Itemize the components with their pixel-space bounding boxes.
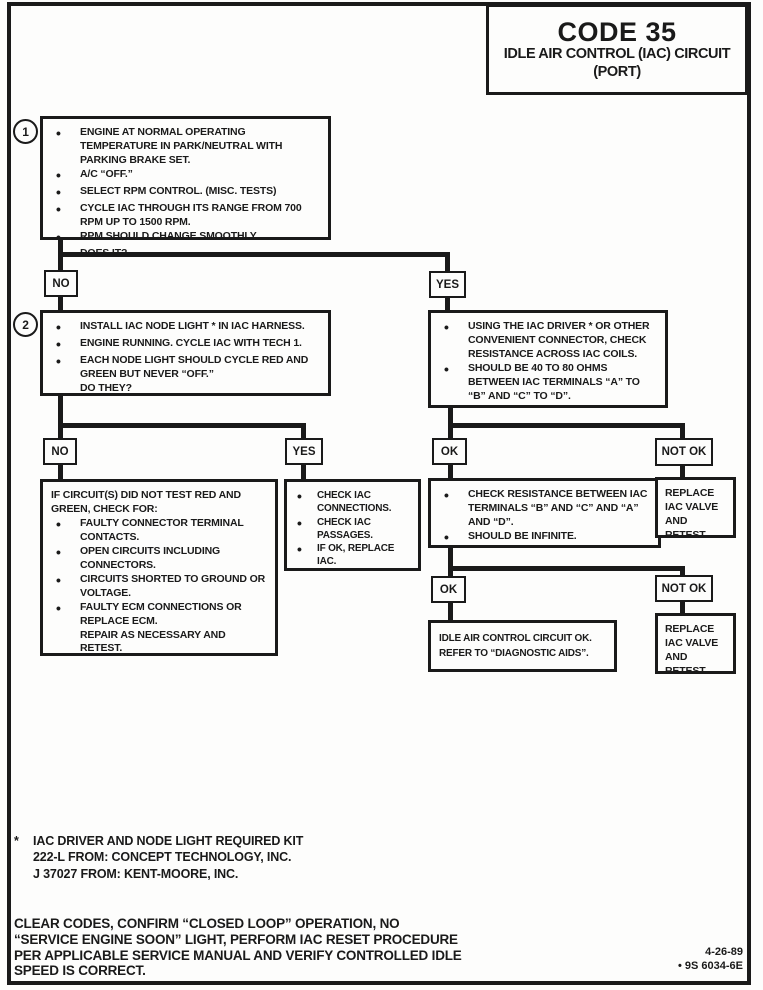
bullet-icon (51, 573, 80, 601)
bullet-icon (439, 530, 468, 547)
branch-label-not-ok: NOT OK (655, 575, 713, 602)
document-info: 4-26-89 • 9S 6034-6E (678, 946, 743, 974)
list-item: EACH NODE LIGHT SHOULD CYCLE RED AND GRE… (51, 354, 320, 382)
list-item: INSTALL IAC NODE LIGHT * IN IAC HARNESS. (51, 320, 320, 337)
list-item: FAULTY CONNECTOR TERMINAL CONTACTS. (51, 517, 267, 545)
list-item: CYCLE IAC THROUGH ITS RANGE FROM 700 RPM… (51, 202, 320, 230)
connector-line (58, 423, 306, 428)
circuit-ok-line1: IDLE AIR CONTROL CIRCUIT OK. (439, 633, 592, 644)
footnote-line: IAC DRIVER AND NODE LIGHT REQUIRED KIT (33, 834, 304, 848)
step2-box: INSTALL IAC NODE LIGHT * IN IAC HARNESS.… (40, 310, 331, 396)
step1-list: ENGINE AT NORMAL OPERATING TEMPERATURE I… (43, 119, 328, 268)
step2-list: INSTALL IAC NODE LIGHT * IN IAC HARNESS.… (43, 313, 328, 403)
bullet-icon (439, 362, 468, 404)
list-item: USING THE IAC DRIVER * OR OTHER CONVENIE… (439, 320, 657, 362)
outro-line: REPAIR AS NECESSARY AND RETEST. (80, 628, 226, 655)
coil-check-list: USING THE IAC DRIVER * OR OTHER CONVENIE… (431, 313, 665, 411)
bullet-icon (51, 337, 80, 354)
list-item: SHOULD BE INFINITE. (439, 530, 650, 547)
branch-label-no: NO (43, 438, 77, 465)
no-result-box: IF CIRCUIT(S) DID NOT TEST RED AND GREEN… (40, 479, 278, 656)
box-intro: IF CIRCUIT(S) DID NOT TEST RED AND GREEN… (51, 489, 241, 515)
bullet-icon (51, 126, 80, 168)
list-item: ENGINE RUNNING. CYCLE IAC WITH TECH 1. (51, 337, 320, 354)
list-item: RPM SHOULD CHANGE SMOOTHLY. (51, 230, 320, 247)
document-number: • 9S 6034-6E (677, 959, 743, 972)
footnote-line: J 37027 FROM: KENT-MOORE, INC. (33, 866, 239, 881)
yes-result-box: CHECK IAC CONNECTIONS. CHECK IAC PASSAGE… (284, 479, 421, 571)
branch-label-ok: OK (432, 438, 467, 465)
bullet-icon (51, 545, 80, 573)
branch-label-yes: YES (429, 271, 466, 298)
replace-iac-box: REPLACE IAC VALVE AND RETEST. (655, 477, 736, 541)
footer-instructions: CLEAR CODES, CONFIRM “CLOSED LOOP” OPERA… (14, 916, 462, 979)
list-item: FAULTY ECM CONNECTIONS OR REPLACE ECM. (51, 601, 267, 629)
branch-label-ok: OK (431, 576, 466, 603)
list-item: SELECT RPM CONTROL. (MISC. TESTS) (51, 185, 320, 202)
bullet-icon (51, 168, 80, 185)
bullet-icon (51, 230, 80, 247)
branch-label-yes: YES (285, 438, 323, 465)
connector-line (448, 423, 685, 428)
title-line2: (PORT) (593, 63, 641, 80)
question-line: DOES IT? (80, 246, 128, 259)
asterisk-marker: * (14, 834, 19, 848)
footer-line: SPEED IS CORRECT. (14, 963, 146, 979)
list-item: CHECK IAC CONNECTIONS. (292, 489, 413, 516)
no-result-list: FAULTY CONNECTOR TERMINAL CONTACTS. OPEN… (43, 517, 275, 664)
page-border (7, 2, 751, 985)
footer-line: PER APPLICABLE SERVICE MANUAL AND VERIFY… (14, 947, 462, 963)
bullet-icon (51, 354, 80, 382)
footer-line: “SERVICE ENGINE SOON” LIGHT, PERFORM IAC… (14, 931, 458, 947)
footnote-line: 222-L FROM: CONCEPT TECHNOLOGY, INC. (33, 850, 292, 865)
code-title: CODE 35 (557, 16, 677, 47)
bullet-icon (51, 320, 80, 337)
resistance-check-list: CHECK RESISTANCE BETWEEN IAC TERMINALS “… (431, 481, 658, 554)
list-item: CHECK RESISTANCE BETWEEN IAC TERMINALS “… (439, 488, 650, 530)
coil-check-box: USING THE IAC DRIVER * OR OTHER CONVENIE… (428, 310, 668, 408)
connector-line (58, 392, 63, 480)
footer-line: CLEAR CODES, CONFIRM “CLOSED LOOP” OPERA… (14, 916, 400, 931)
bullet-icon (292, 516, 317, 543)
replace-iac-box: REPLACE IAC VALVE AND RETEST. (655, 613, 736, 677)
bullet-icon (51, 202, 80, 230)
title-line1: IDLE AIR CONTROL (IAC) CIRCUIT (503, 46, 731, 63)
list-item: ENGINE AT NORMAL OPERATING TEMPERATURE I… (51, 126, 320, 168)
bullet-icon (439, 320, 468, 362)
bullet-icon (292, 489, 317, 516)
footnote-row: 222-L FROM: CONCEPT TECHNOLOGY, INC. (14, 849, 303, 865)
resistance-check-box: CHECK RESISTANCE BETWEEN IAC TERMINALS “… (428, 478, 661, 548)
bullet-icon (292, 542, 317, 569)
footnote-row: J 37027 FROM: KENT-MOORE, INC. (14, 866, 303, 882)
circuit-ok-line2: REFER TO “DIAGNOSTIC AIDS”. (439, 647, 589, 659)
list-item: SHOULD BE 40 TO 80 OHMS BETWEEN IAC TERM… (439, 362, 657, 404)
bullet-icon (51, 601, 80, 629)
circuit-ok-box: IDLE AIR CONTROL CIRCUIT OK. REFER TO “D… (428, 620, 617, 672)
step1-box: ENGINE AT NORMAL OPERATING TEMPERATURE I… (40, 116, 331, 259)
revision-date: 4-26-89 (705, 946, 743, 958)
yes-result-list: CHECK IAC CONNECTIONS. CHECK IAC PASSAGE… (287, 482, 418, 576)
list-item: CHECK IAC PASSAGES. (292, 516, 413, 543)
step-number-2: 2 (13, 312, 38, 337)
branch-label-no: NO (44, 270, 78, 297)
question-line: DO THEY? (80, 381, 132, 394)
bullet-icon (439, 488, 468, 530)
footnote: * IAC DRIVER AND NODE LIGHT REQUIRED KIT… (14, 833, 303, 882)
branch-label-not-ok: NOT OK (655, 438, 713, 466)
bullet-icon (51, 517, 80, 545)
list-item: IF OK, REPLACE IAC. (292, 542, 413, 569)
step-number-1: 1 (13, 119, 38, 144)
title-box: CODE 35 IDLE AIR CONTROL (IAC) CIRCUIT (… (486, 4, 748, 95)
bullet-icon (51, 185, 80, 202)
footnote-row: * IAC DRIVER AND NODE LIGHT REQUIRED KIT (14, 833, 303, 849)
connector-line (448, 566, 685, 571)
list-item: OPEN CIRCUITS INCLUDING CONNECTORS. (51, 545, 267, 573)
list-item: CIRCUITS SHORTED TO GROUND OR VOLTAGE. (51, 573, 267, 601)
connector-line (58, 252, 450, 257)
list-item: A/C “OFF.” (51, 168, 320, 185)
